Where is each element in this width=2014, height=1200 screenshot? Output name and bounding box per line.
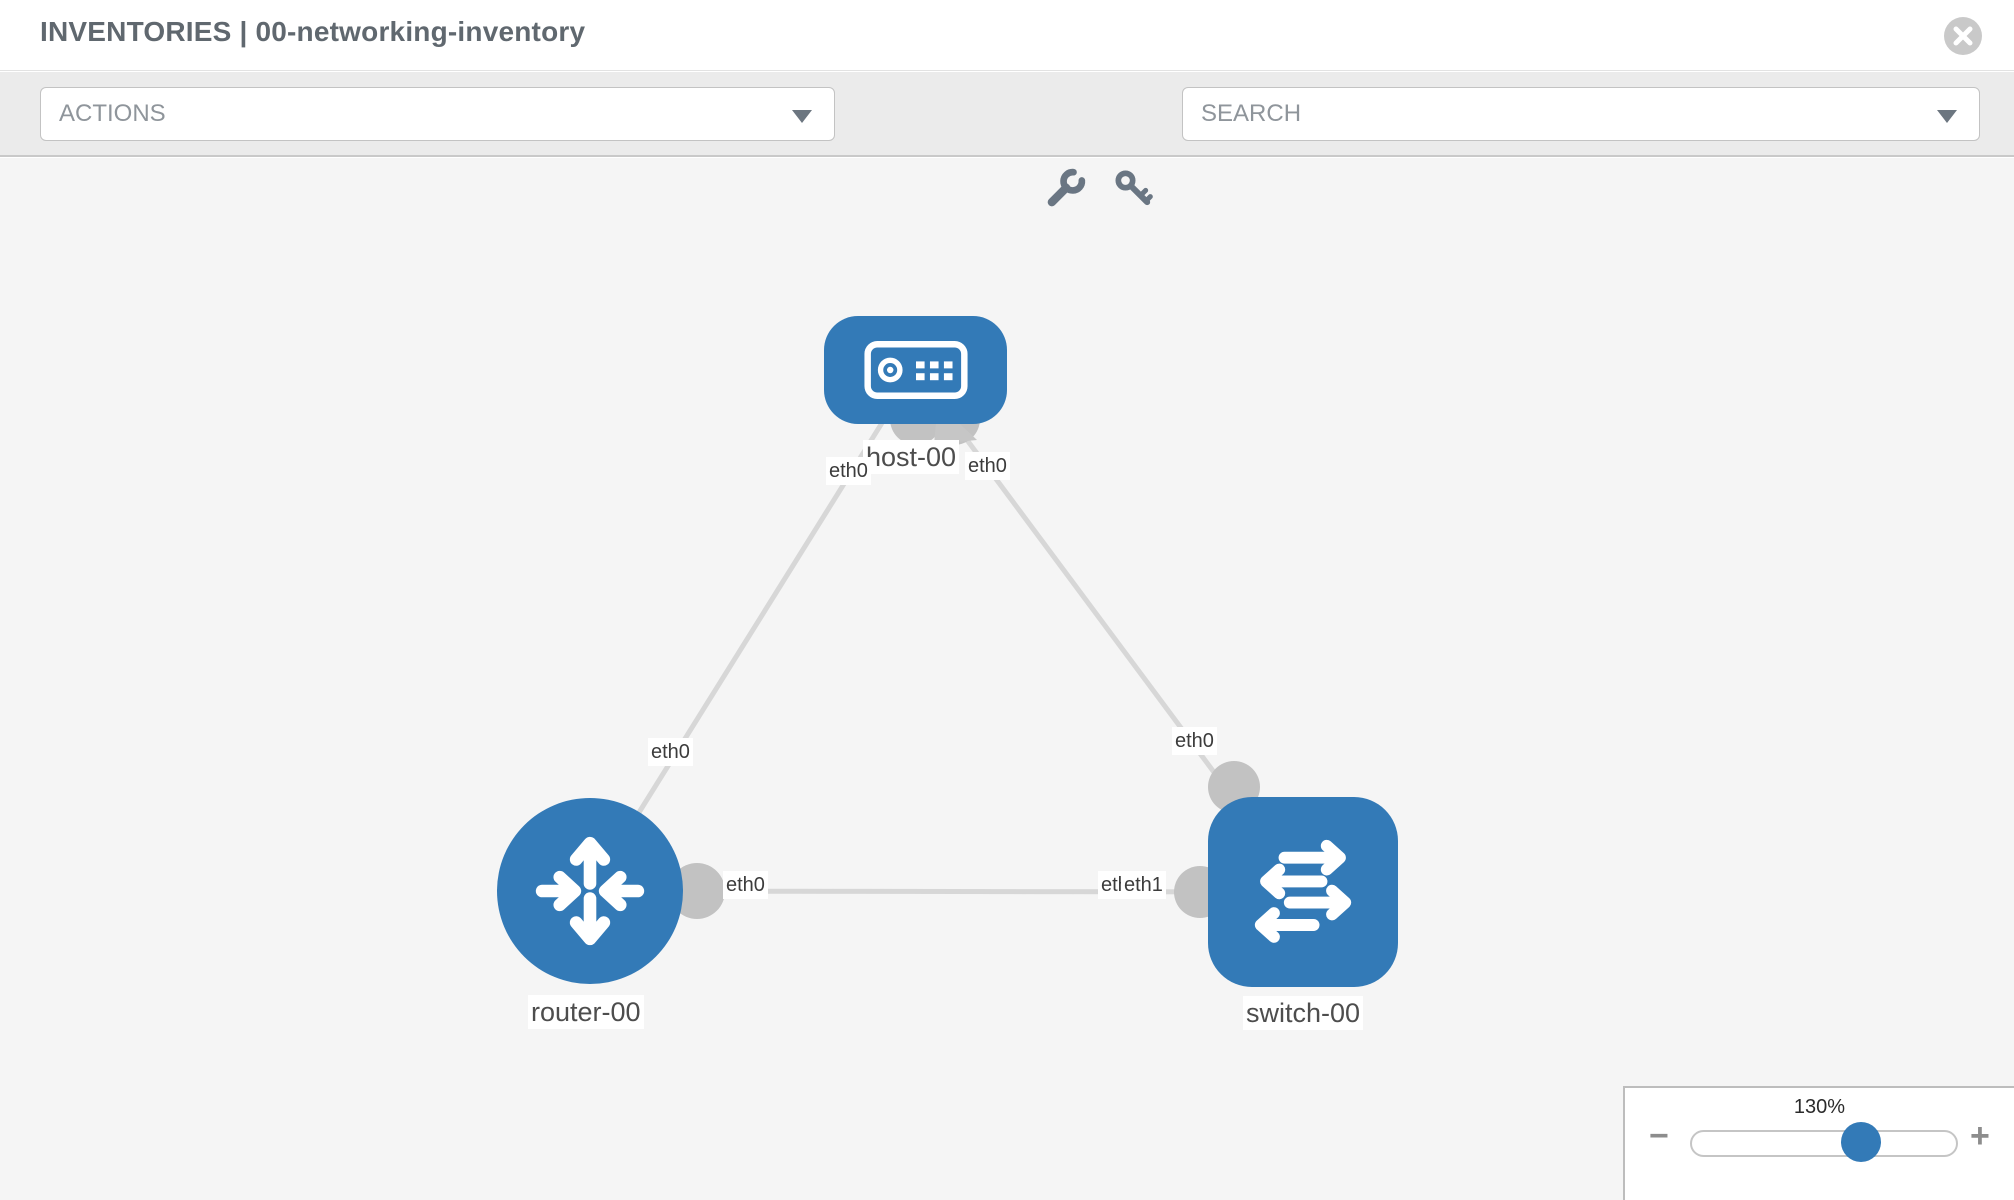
iface-label-link-host-switch: eth0 (1172, 727, 1217, 755)
iface-label-switch-over: eth1 (1121, 871, 1166, 899)
node-host-00[interactable] (824, 316, 1007, 424)
search-dropdown[interactable] (1182, 87, 1980, 141)
caret-down-icon (792, 110, 812, 123)
zoom-slider-knob[interactable] (1841, 1122, 1881, 1162)
tools-button[interactable] (1046, 168, 1086, 208)
topology-canvas[interactable] (0, 158, 2014, 1200)
page-title: INVENTORIES | 00-networking-inventory (40, 16, 586, 47)
zoom-control-panel: 130% − + (1623, 1086, 2014, 1200)
host-icon (863, 341, 968, 399)
iface-label-link-host-router: eth0 (648, 738, 693, 766)
node-label-switch: switch-00 (1243, 996, 1364, 1030)
caret-down-icon (1937, 110, 1957, 123)
key-icon (1115, 170, 1153, 206)
iface-label-host-right: eth0 (965, 452, 1010, 480)
wrench-icon (1047, 168, 1086, 207)
router-icon (535, 836, 645, 946)
actions-dropdown-label: ACTIONS (59, 100, 166, 127)
actions-dropdown[interactable]: ACTIONS (40, 87, 835, 141)
credentials-button[interactable] (1113, 168, 1153, 208)
topology-links-layer (587, 368, 1306, 919)
header-bar: INVENTORIES | 00-networking-inventory (0, 0, 2014, 71)
close-button[interactable] (1944, 17, 1982, 55)
toolbar: ACTIONS (0, 72, 2014, 207)
iface-label-router-right: eth0 (723, 871, 768, 899)
zoom-slider-track[interactable] (1690, 1130, 1958, 1157)
node-switch-00[interactable] (1208, 797, 1398, 987)
link-host-router (587, 368, 918, 893)
close-icon (1953, 26, 1973, 46)
node-router-00[interactable] (497, 798, 683, 984)
search-input[interactable] (1201, 100, 1979, 128)
iface-label-host-left: eth0 (826, 457, 871, 485)
node-label-router: router-00 (528, 995, 644, 1029)
node-label-host: host-00 (863, 440, 960, 474)
zoom-in-button[interactable]: + (1970, 1117, 1990, 1155)
zoom-level-label: 130% (1793, 1096, 1846, 1118)
port-router-right (669, 863, 725, 919)
switch-icon (1254, 839, 1352, 943)
zoom-out-button[interactable]: − (1649, 1117, 1669, 1155)
